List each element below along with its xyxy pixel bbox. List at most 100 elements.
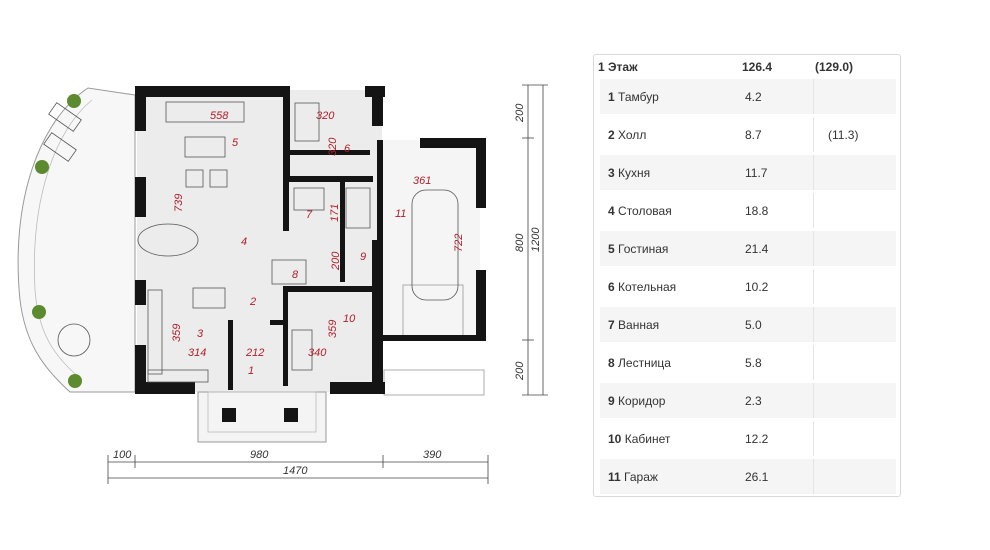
- wall-left-bottom: [135, 345, 146, 392]
- wall-garage-left: [377, 140, 383, 240]
- right-dim-200-bottom: 200: [514, 361, 526, 381]
- room-num: 10: [608, 432, 622, 446]
- room-num: 4: [608, 204, 615, 218]
- dim-study-width: 340: [308, 347, 327, 359]
- sunbed-2: [43, 132, 77, 162]
- room-name: Тамбур: [618, 90, 659, 104]
- dim-boiler-height: 320: [327, 137, 339, 156]
- room-number-5: 5: [232, 137, 239, 149]
- table-row: 6 Котельная 10.2: [600, 269, 896, 304]
- room-num: 2: [608, 128, 615, 142]
- wall-left-upper: [135, 86, 146, 131]
- room-name: Кабинет: [624, 432, 671, 446]
- dim-boiler-width: 320: [316, 110, 335, 122]
- table-row: 4 Столовая 18.8: [600, 193, 896, 228]
- room-number-4: 4: [241, 236, 247, 248]
- bottom-dim-1470: 1470: [283, 465, 308, 477]
- wall-int-h4: [270, 320, 288, 325]
- armchair-left: [185, 169, 204, 188]
- room-numbers: 5 6 7 4 11 8 9 2 3 10 1: [197, 137, 406, 377]
- stove: [192, 287, 226, 309]
- inner-dimensions: 558 320 320 739 171 361 722 200 359 314 …: [171, 110, 465, 359]
- wall-left-mid: [135, 177, 146, 217]
- boiler: [294, 102, 320, 142]
- kitchen-bottom-counter: [147, 369, 209, 383]
- right-dim-1200: 1200: [530, 227, 542, 252]
- terrace-inner-arc: [33, 99, 93, 379]
- wall-garage-top: [420, 138, 486, 148]
- room-num: 11: [608, 470, 621, 484]
- room-number-2: 2: [249, 296, 256, 308]
- plant-2: [35, 160, 49, 174]
- bottom-dim-100: 100: [113, 449, 132, 461]
- porch: [197, 391, 327, 443]
- porch-inner: [207, 391, 317, 433]
- dim-bath-height: 171: [329, 204, 341, 222]
- table-row: 3 Кухня 11.7: [600, 155, 896, 190]
- room-area: 18.8: [745, 204, 769, 218]
- sunbed-1: [48, 102, 82, 132]
- room-num: 3: [608, 166, 615, 180]
- stairs: [271, 259, 307, 285]
- table-header: 1 Этаж 126.4 (129.0): [594, 55, 900, 77]
- dim-dining-height: 739: [173, 194, 185, 212]
- bottom-dimensions: [107, 455, 489, 484]
- bottom-dim-390: 390: [423, 449, 442, 461]
- wall-garage-right-upper: [476, 138, 486, 208]
- floor-plan: 558 320 320 739 171 361 722 200 359 314 …: [17, 84, 548, 484]
- wall-garage-bottom: [383, 335, 486, 341]
- room-area: 2.3: [745, 394, 762, 408]
- dim-garage-height: 722: [453, 234, 465, 252]
- table-row: 10 Кабинет 12.2: [600, 421, 896, 456]
- kitchen-counter: [147, 289, 163, 375]
- right-dim-800: 800: [514, 233, 526, 252]
- dim-hall-width: 212: [245, 347, 264, 359]
- rooms-table: 1 Этаж 126.4 (129.0) 1 Тамбур 4.2 2 Холл…: [593, 54, 901, 497]
- wall-right-house-lower: [372, 240, 383, 394]
- room-num: 9: [608, 394, 615, 408]
- wall-int-h1: [283, 176, 373, 182]
- room-num: 5: [608, 242, 615, 256]
- room-area: 26.1: [745, 470, 769, 484]
- room-name: Столовая: [618, 204, 672, 218]
- table-row: 2 Холл 8.7 (11.3): [600, 117, 896, 152]
- plant-3: [32, 305, 46, 319]
- room-number-1: 1: [248, 365, 254, 377]
- sofa: [165, 101, 245, 123]
- wall-bottom-right: [330, 382, 385, 394]
- dim-garage-width: 361: [413, 175, 431, 187]
- table-row: 5 Гостиная 21.4: [600, 231, 896, 266]
- porch-column-left: [222, 408, 236, 422]
- table-row: 1 Тамбур 4.2: [600, 79, 896, 114]
- room-area: 10.2: [745, 280, 769, 294]
- wall-right-house: [372, 86, 383, 126]
- coffee-table: [184, 136, 226, 158]
- room-extra: (11.3): [828, 128, 859, 142]
- room-num: 6: [608, 280, 615, 294]
- room-number-9: 9: [360, 251, 366, 263]
- wall-int-v1: [283, 86, 290, 181]
- wall-int-v4: [283, 286, 288, 386]
- table-row: 8 Лестница 5.8: [600, 345, 896, 380]
- wall-bottom-left: [135, 382, 195, 394]
- room-number-10: 10: [343, 313, 356, 325]
- room-name: Котельная: [618, 280, 677, 294]
- room-area: 5.8: [745, 356, 762, 370]
- wall-top-left: [135, 86, 283, 97]
- dim-kitchen-width: 314: [188, 347, 206, 359]
- room-name: Лестница: [618, 356, 671, 370]
- bottom-dim-980: 980: [250, 449, 269, 461]
- plant-1: [67, 94, 81, 108]
- terrace-table: [57, 323, 91, 357]
- header-total: (129.0): [815, 60, 854, 74]
- room-number-6: 6: [344, 143, 351, 155]
- dim-study-height: 359: [327, 320, 339, 338]
- room-number-7: 7: [306, 209, 313, 221]
- room-num: 8: [608, 356, 615, 370]
- dining-table: [137, 223, 199, 257]
- wall-int-v2: [283, 176, 289, 231]
- right-dimensions: [522, 84, 548, 396]
- room-name: Коридор: [618, 394, 666, 408]
- shower: [345, 187, 371, 229]
- room-area: 8.7: [745, 128, 762, 142]
